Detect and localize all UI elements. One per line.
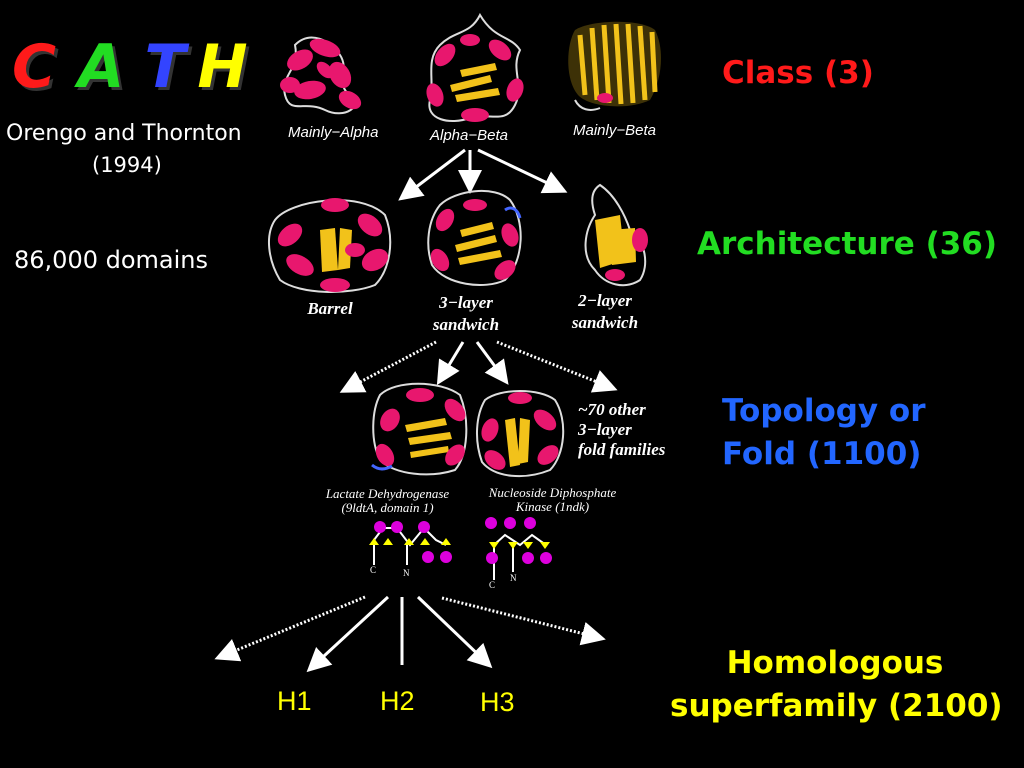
protein-mainly-beta bbox=[568, 21, 662, 111]
label-2-layer: 2−layer sandwich bbox=[555, 290, 655, 334]
level-topology-line1: Topology or bbox=[722, 393, 926, 429]
superfamily-h2: H2 bbox=[380, 686, 415, 716]
ndk-n-terminus: N bbox=[510, 573, 517, 583]
year: (1994) bbox=[92, 153, 162, 177]
cath-letter-t: T bbox=[144, 32, 186, 102]
cath-letter-h: H bbox=[197, 32, 248, 102]
protein-mainly-alpha bbox=[280, 36, 362, 115]
level-architecture: Architecture (36) bbox=[697, 226, 998, 262]
protein-3-layer-sandwich bbox=[427, 189, 522, 286]
cath-letter-c: C bbox=[12, 32, 57, 102]
label-other-fold-families: ~70 other 3−layer fold families bbox=[578, 400, 665, 460]
level-topology-line2: Fold (1100) bbox=[722, 436, 922, 472]
class-arrows bbox=[398, 148, 568, 201]
label-ndk-line2: Kinase (1ndk) bbox=[515, 499, 590, 514]
label-ldh-line2: (9ldtA, domain 1) bbox=[341, 500, 434, 515]
label-3-layer-line2: sandwich bbox=[432, 315, 500, 334]
label-2-layer-line1: 2−layer bbox=[578, 291, 632, 310]
label-mainly-beta: Mainly−Beta bbox=[573, 122, 656, 139]
authors: Orengo and Thornton bbox=[6, 121, 242, 146]
protein-lactate-dehydrogenase bbox=[371, 382, 468, 476]
protein-2-layer-sandwich bbox=[584, 183, 648, 287]
protein-nucleoside-diphosphate-kinase bbox=[475, 390, 565, 478]
ldh-n-terminus: N bbox=[403, 568, 410, 578]
topology-arrows bbox=[214, 595, 606, 673]
label-ndk: Nucleoside Diphosphate Kinase (1ndk) bbox=[470, 486, 635, 514]
label-lactate-dehydrogenase: Lactate Dehydrogenase (9ldtA, domain 1) bbox=[305, 487, 470, 515]
topology-diagram-ldh bbox=[369, 521, 452, 565]
label-2-layer-line2: sandwich bbox=[571, 313, 639, 332]
superfamily-h1: H1 bbox=[277, 686, 312, 716]
domain-count: 86,000 domains bbox=[14, 246, 208, 274]
superfamily-h3: H3 bbox=[480, 687, 515, 717]
label-mainly-alpha: Mainly−Alpha bbox=[288, 124, 379, 141]
level-homologous-line2: superfamily (2100) bbox=[670, 688, 1003, 724]
label-barrel: Barrel bbox=[307, 299, 353, 318]
label-other-line2: 3−layer bbox=[578, 420, 632, 439]
level-homologous-line1: Homologous bbox=[726, 645, 944, 681]
label-3-layer-line1: 3−layer bbox=[439, 293, 493, 312]
ndk-c-terminus: C bbox=[489, 580, 496, 590]
level-class: Class (3) bbox=[722, 55, 874, 91]
label-other-line3: fold families bbox=[578, 440, 666, 459]
protein-barrel bbox=[268, 198, 392, 293]
cath-letter-a: A bbox=[78, 32, 125, 102]
label-ldh-line1: Lactate Dehydrogenase bbox=[325, 486, 450, 501]
topology-diagram-ndk bbox=[485, 517, 552, 580]
label-3-layer: 3−layer sandwich bbox=[416, 292, 516, 336]
protein-alpha-beta-class bbox=[426, 12, 524, 122]
label-other-line1: ~70 other bbox=[578, 400, 646, 419]
label-alpha-beta: Alpha−Beta bbox=[430, 127, 508, 144]
architecture-arrows bbox=[339, 340, 618, 393]
label-ndk-line1: Nucleoside Diphosphate bbox=[488, 485, 617, 500]
ldh-c-terminus: C bbox=[370, 565, 377, 575]
